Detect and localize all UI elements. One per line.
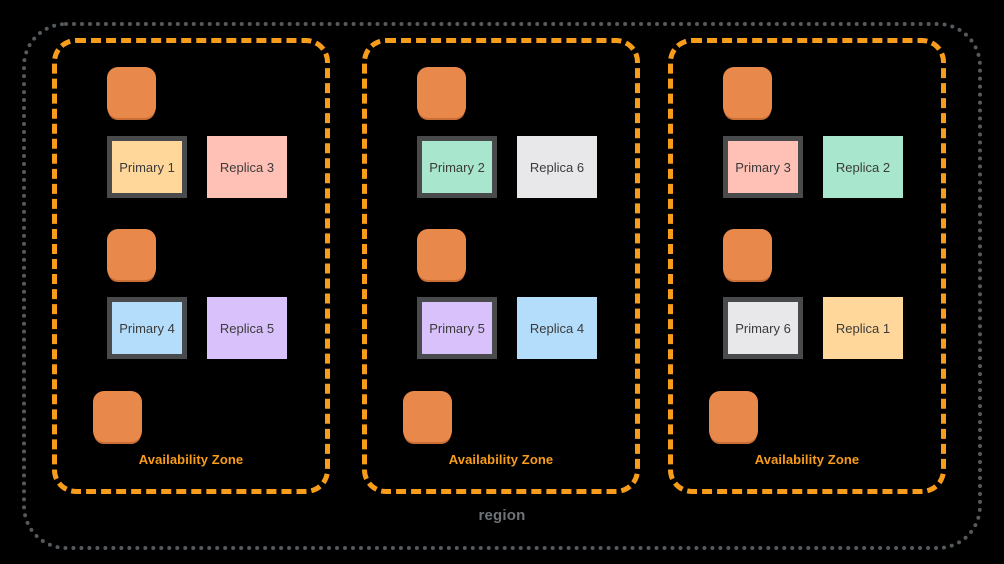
availability-zone-label: Availability Zone — [448, 452, 554, 467]
database-primary[interactable]: Primary 1 — [107, 136, 187, 198]
database-label: Replica 6 — [529, 159, 585, 175]
availability-zone-2: Primary 2 Replica 6 Primary 5 Replica 4 … — [362, 38, 640, 494]
region-container: region — [22, 22, 982, 550]
region-label: region — [478, 507, 526, 524]
database-label: Replica 3 — [219, 159, 275, 175]
node-icon[interactable] — [723, 67, 772, 118]
database-label: Primary 4 — [119, 320, 175, 336]
database-label: Primary 6 — [735, 320, 791, 336]
database-label: Replica 1 — [835, 320, 891, 336]
node-icon[interactable] — [723, 229, 772, 280]
database-label: Primary 1 — [119, 159, 175, 175]
database-replica[interactable]: Replica 5 — [207, 297, 287, 359]
database-primary[interactable]: Primary 2 — [417, 136, 497, 198]
database-primary[interactable]: Primary 5 — [417, 297, 497, 359]
node-icon[interactable] — [417, 67, 466, 118]
node-icon[interactable] — [107, 229, 156, 280]
database-replica[interactable]: Replica 2 — [823, 136, 903, 198]
database-primary[interactable]: Primary 6 — [723, 297, 803, 359]
database-replica[interactable]: Replica 6 — [517, 136, 597, 198]
node-icon[interactable] — [417, 229, 466, 280]
availability-zone-label: Availability Zone — [754, 452, 860, 467]
availability-zone-1: Primary 1 Replica 3 Primary 4 Replica 5 … — [52, 38, 330, 494]
database-replica[interactable]: Replica 1 — [823, 297, 903, 359]
node-icon[interactable] — [93, 391, 142, 442]
database-label: Replica 2 — [835, 159, 891, 175]
node-icon[interactable] — [403, 391, 452, 442]
database-label: Primary 5 — [429, 320, 485, 336]
database-label: Primary 2 — [429, 159, 485, 175]
node-icon[interactable] — [709, 391, 758, 442]
database-replica[interactable]: Replica 3 — [207, 136, 287, 198]
database-label: Primary 3 — [735, 159, 791, 175]
node-icon[interactable] — [107, 67, 156, 118]
database-primary[interactable]: Primary 4 — [107, 297, 187, 359]
database-label: Replica 4 — [529, 320, 585, 336]
availability-zone-3: Primary 3 Replica 2 Primary 6 Replica 1 … — [668, 38, 946, 494]
database-label: Replica 5 — [219, 320, 275, 336]
database-replica[interactable]: Replica 4 — [517, 297, 597, 359]
database-primary[interactable]: Primary 3 — [723, 136, 803, 198]
availability-zone-label: Availability Zone — [138, 452, 244, 467]
